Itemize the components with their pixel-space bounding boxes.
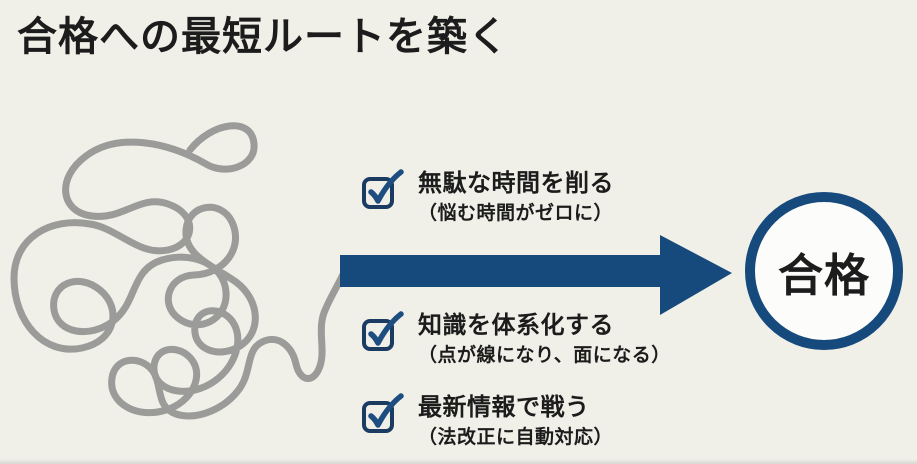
item-note: （点が線になり、面になる）: [418, 345, 671, 366]
item-text: 最新情報で戦う （法改正に自動対応）: [418, 390, 613, 450]
item-note: （悩む時間がゼロに）: [418, 203, 614, 224]
tangled-line-drawing: [10, 122, 345, 420]
checkbox-checked-icon: [360, 390, 404, 434]
page-title: 合格への最短ルートを築く: [17, 15, 509, 59]
checkbox-checked-icon: [360, 166, 404, 210]
arrow-right-icon: [340, 235, 732, 315]
item-label: 無駄な時間を削る: [418, 170, 614, 197]
item-label: 知識を体系化する: [418, 312, 614, 339]
list-item-systematize-knowledge: 知識を体系化する （点が線になり、面になる）: [360, 308, 671, 368]
item-text: 知識を体系化する （点が線になり、面になる）: [418, 308, 671, 368]
item-note: （法改正に自動対応）: [418, 427, 614, 448]
list-item-cut-wasted-time: 無駄な時間を削る （悩む時間がゼロに）: [360, 166, 614, 226]
checkbox-checked-icon: [360, 308, 404, 352]
goal-circle: 合格: [745, 192, 903, 350]
item-text: 無駄な時間を削る （悩む時間がゼロに）: [418, 166, 614, 226]
goal-label: 合格: [777, 249, 870, 301]
list-item-fight-with-latest-info: 最新情報で戦う （法改正に自動対応）: [360, 390, 613, 450]
item-label: 最新情報で戦う: [418, 394, 590, 421]
